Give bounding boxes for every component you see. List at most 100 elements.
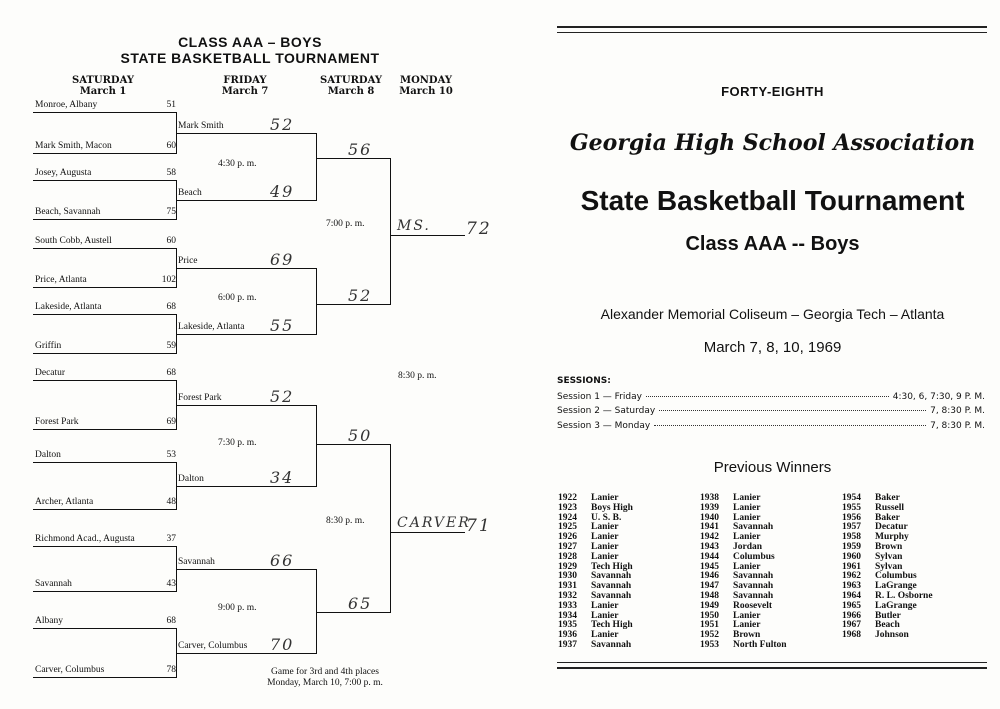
- header-round1: SATURDAY March 1: [63, 75, 143, 97]
- handwritten-score: 56: [348, 140, 373, 159]
- winner-team: Savannah: [591, 590, 632, 601]
- winner-team: Decatur: [875, 522, 908, 533]
- team-name: Albany: [35, 616, 63, 626]
- winner-team: Columbus: [733, 551, 775, 562]
- round2-connector: [316, 405, 318, 487]
- winner-team: LaGrange: [875, 581, 917, 592]
- team-name: Josey, Augusta: [35, 168, 92, 178]
- team-name: Mark Smith, Macon: [35, 141, 112, 151]
- winner-team: Sylvan: [875, 551, 903, 562]
- venue: Alexander Memorial Coliseum – Georgia Te…: [600, 306, 945, 322]
- handwritten-score: 72: [466, 219, 492, 239]
- game-time: 7:30 p. m.: [218, 438, 257, 448]
- winner-team: Brown: [875, 541, 903, 552]
- winner-year: 1938: [700, 493, 719, 503]
- round1-line: [33, 509, 176, 511]
- team-score: 68: [166, 368, 177, 378]
- team-name: Dalton: [35, 450, 61, 460]
- team-name: Lakeside, Atlanta: [35, 302, 102, 312]
- dates: March 7, 8, 10, 1969: [703, 339, 842, 356]
- handwritten-team: CARVER: [397, 515, 471, 531]
- winner-year: 1960: [842, 551, 861, 562]
- winner-year: 1964: [842, 590, 861, 601]
- winner-team: Lanier: [591, 493, 619, 503]
- winner-year: 1950: [700, 610, 719, 621]
- round1-line: [33, 546, 176, 548]
- round1-line: [33, 380, 176, 382]
- round3-connector: [390, 444, 392, 613]
- winner-team: Lanier: [733, 561, 761, 572]
- winner-year: 1967: [842, 620, 861, 631]
- header-date: March 8: [327, 86, 375, 97]
- team-name: Lakeside, Atlanta: [178, 322, 245, 332]
- consolation-note: Game for 3rd and 4th places Monday, Marc…: [250, 667, 400, 689]
- team-name: Griffin: [35, 341, 62, 351]
- header-round3: SATURDAY March 8: [311, 75, 391, 97]
- team-name: Forest Park: [178, 393, 222, 403]
- consolation-line1: Game for 3rd and 4th places: [271, 667, 379, 677]
- header-day: MONDAY: [400, 75, 452, 86]
- winner-row: 1959 Brown: [842, 541, 933, 553]
- winner-year: 1951: [700, 620, 719, 631]
- session-label: Session 3 — Monday: [557, 421, 651, 431]
- winner-year: 1927: [558, 541, 577, 552]
- handwritten-score: 52: [270, 387, 295, 406]
- winner-year: 1948: [700, 590, 719, 601]
- winner-year: 1949: [700, 600, 719, 611]
- winner-year: 1943: [700, 541, 719, 552]
- winner-year: 1940: [700, 512, 719, 523]
- team-score: 48: [166, 497, 177, 507]
- handwritten-team: MS.: [397, 218, 431, 234]
- round1-line: [33, 287, 176, 289]
- winner-year: 1959: [842, 541, 861, 552]
- team-name: South Cobb, Austell: [35, 236, 112, 246]
- team-score: 68: [166, 302, 177, 312]
- round1-line: [33, 677, 176, 679]
- winner-year: 1933: [558, 600, 577, 611]
- handwritten-score: 65: [348, 594, 373, 613]
- winner-team: Tech High: [591, 620, 633, 631]
- winner-team: U. S. B.: [591, 512, 622, 523]
- winner-year: 1942: [700, 532, 719, 543]
- association-name: Georgia High School Association: [569, 130, 976, 156]
- team-name: Forest Park: [35, 417, 79, 427]
- header-date: March 7: [221, 86, 269, 97]
- winner-year: 1929: [558, 561, 577, 572]
- game-time: 4:30 p. m.: [218, 159, 257, 169]
- winner-team: Lanier: [591, 630, 619, 641]
- team-score: 43: [166, 579, 177, 589]
- header-round4: MONDAY March 10: [386, 75, 466, 97]
- winner-year: 1936: [558, 630, 577, 641]
- handwritten-score: 52: [270, 115, 295, 134]
- winner-team: Baker: [875, 512, 900, 523]
- team-score: 37: [166, 534, 177, 544]
- team-name: Dalton: [178, 474, 204, 484]
- team-score: 102: [161, 275, 176, 285]
- team-score: 58: [166, 168, 177, 178]
- round1-line: [33, 591, 176, 593]
- winner-team: Murphy: [875, 532, 909, 543]
- winner-team: North Fulton: [733, 639, 787, 650]
- winner-row: 1936 Lanier: [558, 630, 633, 641]
- team-name: Mark Smith: [178, 121, 224, 131]
- round2-line: [176, 653, 316, 655]
- team-name: Beach, Savannah: [35, 207, 101, 217]
- winner-year: 1935: [558, 620, 577, 631]
- winner-year: 1966: [842, 610, 861, 621]
- round3-line: [316, 158, 390, 160]
- winner-year: 1937: [558, 639, 577, 650]
